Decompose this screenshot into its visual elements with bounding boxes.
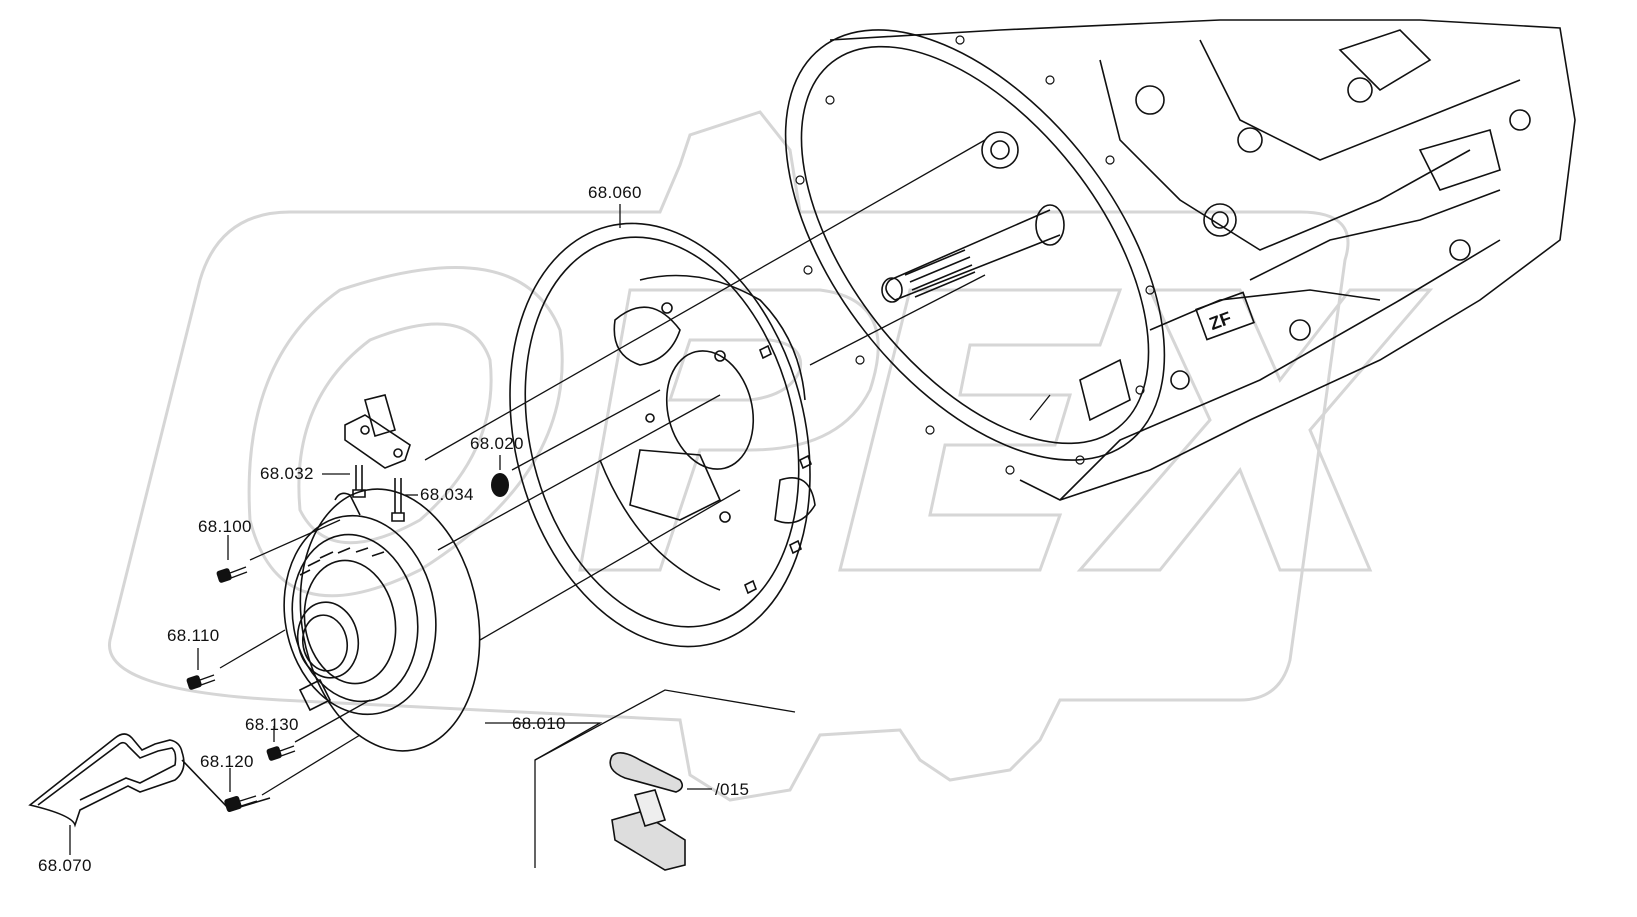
cover-plate-hole-2 <box>645 413 655 423</box>
bell-housing-flange-inner <box>800 45 1150 445</box>
bearing-housing-inner <box>303 559 397 685</box>
label-68-130: 68.130 <box>245 715 299 734</box>
cover-plate-hole-1 <box>714 350 726 362</box>
input-shaft-end <box>881 277 903 303</box>
label-68-110: 68.110 <box>167 626 220 645</box>
shaft-splines <box>904 249 976 298</box>
watermark-letter-o <box>247 266 564 598</box>
label-68-032: 68.032 <box>260 464 314 483</box>
watermark-gear-outline <box>108 110 1350 802</box>
cover-plate-hole-3 <box>719 511 731 523</box>
watermark-letter-x <box>1076 288 1434 572</box>
label-68-010: 68.010 <box>512 714 566 733</box>
housing-body-lower-edge <box>1059 239 1501 501</box>
cover-plate-window-upper <box>613 306 681 366</box>
watermark-letter-p <box>578 288 880 572</box>
shaft-collar <box>1035 204 1065 246</box>
bolt-68-110 <box>186 674 216 690</box>
sensor-sub-assembly-015 <box>609 752 686 871</box>
bearing-bore-outer <box>296 601 360 679</box>
bearing-connector <box>298 678 332 712</box>
housing-rib-4 <box>1149 289 1381 331</box>
housing-logo-text: ZF <box>1207 308 1235 334</box>
assembly-lines <box>69 139 1051 868</box>
leader-68-010-ref <box>534 689 796 761</box>
housing-rib-1 <box>1099 59 1471 251</box>
release-bearing-68-010 <box>283 488 481 752</box>
sensor-head <box>364 394 396 438</box>
bell-housing-flange-outer <box>784 29 1166 461</box>
wire-clip-68-070 <box>28 733 271 828</box>
cover-plate-center-hole <box>665 350 755 470</box>
sensor-68-032 <box>344 394 411 469</box>
screw-68-034 <box>391 478 405 522</box>
flange-bolt-holes <box>795 35 1155 475</box>
label-68-120: 68.120 <box>200 752 254 771</box>
leader-68-010 <box>485 722 603 868</box>
input-shaft <box>885 209 1061 301</box>
bearing-housing-outer <box>283 514 437 716</box>
watermark-letter-e <box>838 288 1123 572</box>
screw-68-032 <box>352 465 366 498</box>
sensor-body <box>344 414 411 469</box>
cover-plate-clips <box>743 344 813 595</box>
watermark <box>108 110 1434 802</box>
bearing-fins <box>299 547 385 576</box>
transmission-housing: ZF <box>784 19 1576 501</box>
housing-logo-plate <box>1195 291 1255 341</box>
bolt-68-100 <box>216 566 248 583</box>
cover-plate-68-060 <box>509 222 816 648</box>
housing-rib-2 <box>1199 39 1521 161</box>
bearing-mount-ear <box>334 492 361 516</box>
label-68-020: 68.020 <box>470 434 524 453</box>
cover-plate-window-right <box>774 477 816 524</box>
plug-68-020 <box>491 473 509 497</box>
label-015: /015 <box>715 780 750 799</box>
bolt-68-130 <box>266 745 296 761</box>
label-68-034: 68.034 <box>420 485 474 504</box>
label-68-060: 68.060 <box>588 183 642 202</box>
cover-plate-window-lower <box>629 449 722 521</box>
bearing-bore-inner <box>301 614 349 672</box>
seal-015 <box>609 752 684 793</box>
housing-rib-3 <box>1249 189 1501 281</box>
cover-plate-outer-rim <box>509 222 811 648</box>
cover-plate-inner-rim <box>524 236 800 628</box>
bearing-flange-plate <box>299 488 481 752</box>
housing-body <box>829 19 1576 501</box>
label-68-070: 68.070 <box>38 856 92 875</box>
label-68-100: 68.100 <box>198 517 252 536</box>
sensor-015-head <box>633 789 667 827</box>
cover-plate-rib-1 <box>639 274 806 401</box>
cover-plate-hole-4 <box>661 302 673 314</box>
